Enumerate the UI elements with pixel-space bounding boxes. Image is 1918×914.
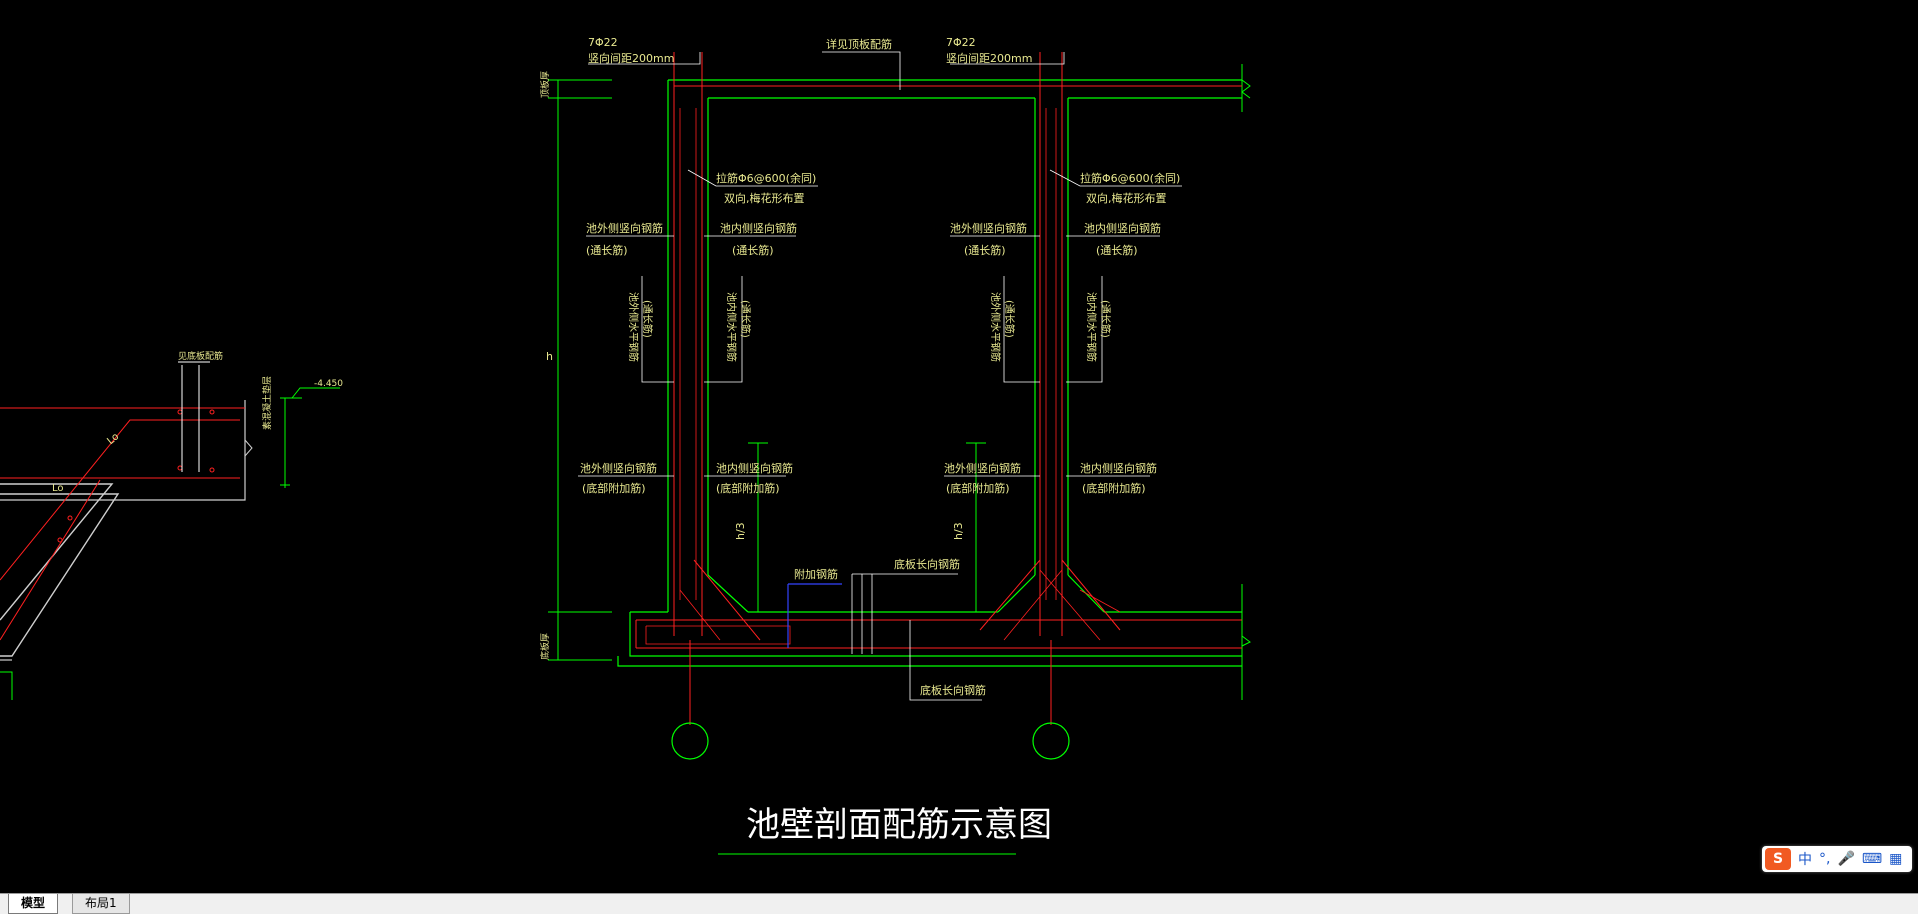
right-tie-bar-note: 双向,梅花形布置: [1086, 191, 1167, 205]
keyboard-icon[interactable]: ⌨: [1861, 851, 1883, 867]
detail-elevation: -4.450: [314, 379, 343, 389]
right-outer-horizontal: 池外侧水平钢筋: [989, 292, 1002, 362]
left-tie-bar-note: 双向,梅花形布置: [724, 191, 805, 205]
right-outer-vertical-note: (通长筋): [964, 243, 1006, 257]
detail-label-top: 见底板配筋: [178, 350, 223, 362]
ime-lang-toggle[interactable]: 中: [1798, 852, 1812, 868]
left-outer-vertical-bottom-note: (底部附加筋): [582, 481, 646, 495]
ime-punctuation-toggle[interactable]: °,: [1819, 851, 1831, 867]
left-detail: [0, 361, 340, 700]
left-outer-vertical-bottom: 池外侧竖向钢筋: [580, 461, 657, 475]
layout-tab-bar: 模型 布局1: [0, 893, 1918, 914]
tab-model[interactable]: 模型: [8, 894, 59, 914]
left-inner-horizontal-note: (通长筋): [739, 300, 752, 338]
right-inner-horizontal: 池内侧水平钢筋: [1085, 292, 1098, 362]
left-inner-vertical-bottom: 池内侧竖向钢筋: [716, 461, 793, 475]
right-inner-vertical: 池内侧竖向钢筋: [1084, 221, 1161, 235]
right-top-rebar-spacing: 竖向间距200mm: [946, 51, 1032, 65]
left-outer-horizontal-note: (通长筋): [641, 300, 654, 338]
sogou-logo-icon[interactable]: S: [1765, 848, 1791, 870]
wall-height-label: h: [546, 350, 553, 363]
right-inner-vertical-note: (通长筋): [1096, 243, 1138, 257]
right-inner-vertical-bottom: 池内侧竖向钢筋: [1080, 461, 1157, 475]
right-outer-vertical-bottom-note: (底部附加筋): [946, 481, 1010, 495]
left-inner-vertical: 池内侧竖向钢筋: [720, 221, 797, 235]
bottom-long-rebar-bottom-label: 底板长向钢筋: [920, 683, 986, 697]
right-inner-vertical-bottom-note: (底部附加筋): [1082, 481, 1146, 495]
left-tie-bar: 拉筋Φ6@600(余同): [716, 171, 816, 185]
left-outer-vertical-note: (通长筋): [586, 243, 628, 257]
detail-lo-label-2: Lo: [52, 483, 64, 494]
right-outer-vertical-bottom: 池外侧竖向钢筋: [944, 461, 1021, 475]
grid-menu-icon[interactable]: ▦: [1889, 851, 1903, 867]
right-inner-horizontal-note: (通长筋): [1099, 300, 1112, 338]
main-section-lines: [548, 51, 1251, 855]
drawing-title: 池壁剖面配筋示意图: [746, 805, 1052, 845]
left-top-rebar: 7Φ22: [588, 36, 618, 49]
right-tie-bar: 拉筋Φ6@600(余同): [1080, 171, 1180, 185]
right-outer-horizontal-note: (通长筋): [1003, 300, 1016, 338]
detail-side-label: 素混凝土垫层: [261, 376, 273, 430]
tab-layout1[interactable]: 布局1: [72, 894, 130, 914]
left-inner-vertical-note: (通长筋): [732, 243, 774, 257]
left-inner-horizontal: 池内侧水平钢筋: [725, 292, 738, 362]
left-outer-horizontal: 池外侧水平钢筋: [627, 292, 640, 362]
slab-top-thickness-label: 顶板厚: [539, 71, 551, 98]
left-inner-vertical-bottom-note: (底部附加筋): [716, 481, 780, 495]
left-third-height: h/3: [734, 522, 747, 540]
bottom-long-rebar-top-label: 底板长向钢筋: [894, 557, 960, 571]
left-top-rebar-spacing: 竖向间距200mm: [588, 51, 674, 65]
microphone-icon[interactable]: 🎤: [1837, 851, 1855, 867]
top-slab-label: 详见顶板配筋: [826, 37, 892, 51]
right-outer-vertical: 池外侧竖向钢筋: [950, 221, 1027, 235]
ime-toolbar[interactable]: S 中 °, 🎤 ⌨ ▦: [1762, 846, 1912, 872]
right-top-rebar: 7Φ22: [946, 36, 976, 49]
left-outer-vertical: 池外侧竖向钢筋: [586, 221, 663, 235]
right-third-height: h/3: [952, 522, 965, 540]
cad-model-canvas[interactable]: 见底板配筋 -4.450 Lo Lo 素混凝土垫层: [0, 0, 1918, 893]
additional-rebar-label: 附加钢筋: [794, 567, 838, 581]
bottom-thickness-label: 底板厚: [539, 633, 551, 660]
